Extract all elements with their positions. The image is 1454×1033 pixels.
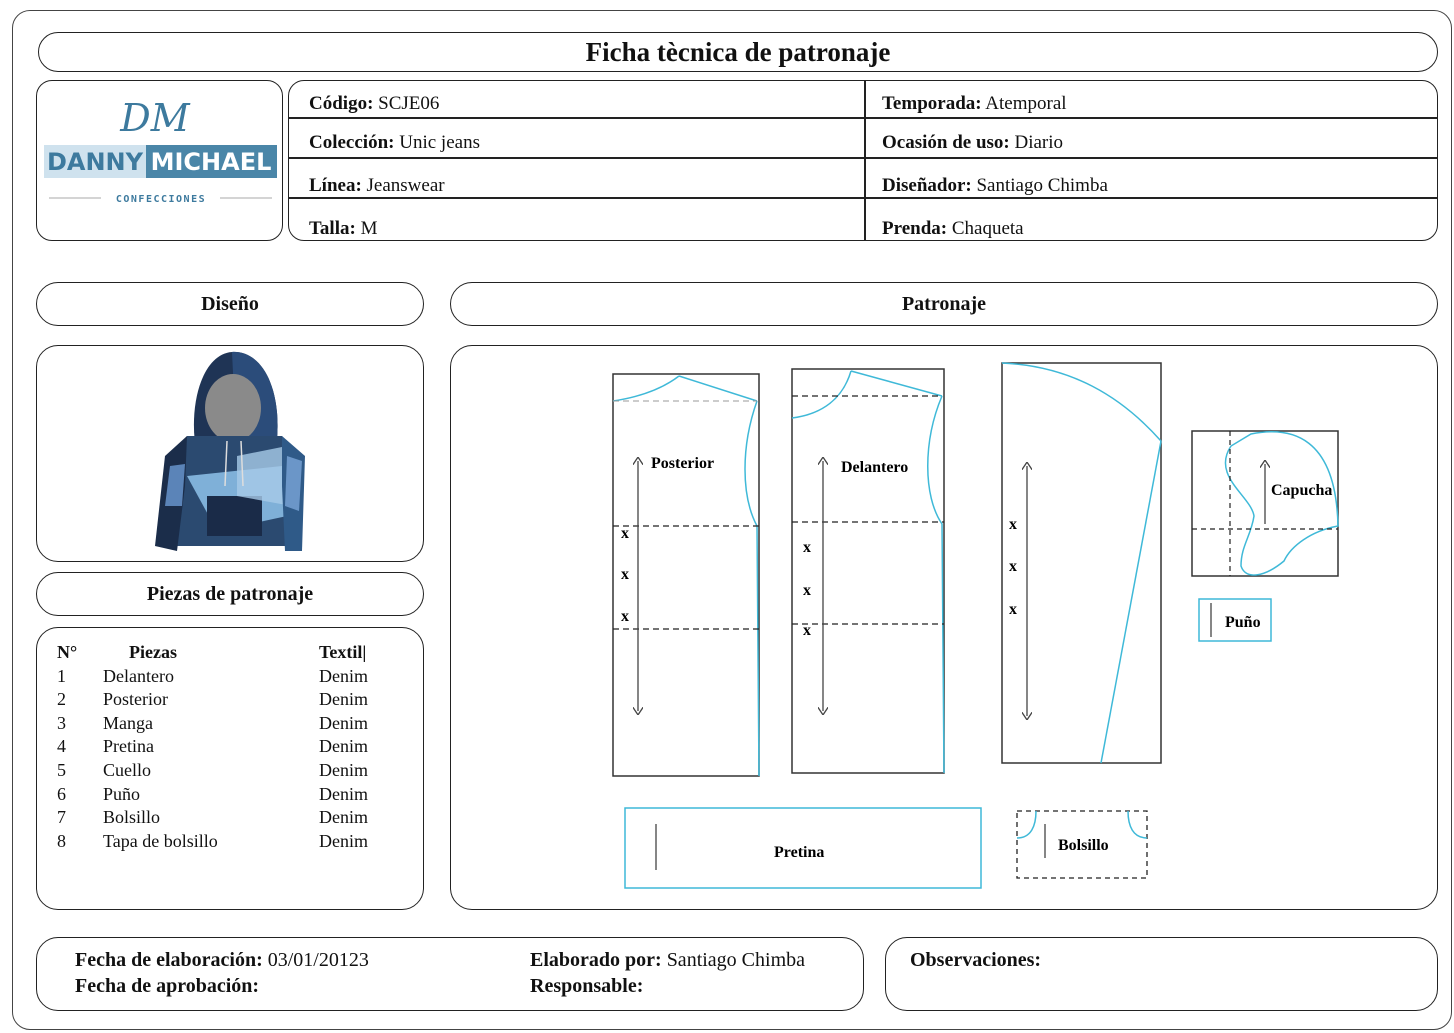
pattern-puno: Puño (1198, 598, 1272, 642)
piece-name: Posterior (103, 689, 168, 710)
info-temporada: Temporada: Atemporal (882, 93, 1067, 114)
pattern-posterior: Posterior x x x (612, 373, 760, 777)
piece-textile: Denim (319, 783, 368, 804)
footer-observaciones: Observaciones: (885, 937, 1438, 1011)
piece-name: Puño (103, 783, 141, 804)
footer-elaborado-por: Elaborado por: Santiago Chimba (530, 949, 806, 971)
info-row-line (289, 197, 1437, 199)
piece-number: 3 (57, 712, 66, 733)
svg-text:x: x (1009, 558, 1017, 575)
piece-textile: Denim (319, 736, 368, 757)
logo: DM DANNY MICHAEL CONFECCIONES (36, 80, 283, 241)
pieces-row: 2 Posterior Denim (57, 688, 368, 712)
pieces-header-pieza: Piezas (129, 642, 177, 662)
logo-graphic: DM DANNY MICHAEL CONFECCIONES (44, 96, 277, 205)
svg-text:x: x (803, 539, 811, 556)
section-diseno: Diseño (36, 282, 424, 326)
pieces-row: 6 Puño Denim (57, 783, 368, 807)
page-title-text: Ficha tècnica de patronaje (585, 36, 891, 67)
pattern-delantero: Delantero x x x (791, 368, 945, 774)
section-piezas-label: Piezas de patronaje (146, 582, 314, 605)
logo-brand-left: DANNY (47, 148, 144, 176)
pieces-row: 7 Bolsillo Denim (57, 806, 368, 830)
section-patronaje: Patronaje (450, 282, 1438, 326)
info-linea: Línea: Jeanswear (309, 175, 445, 196)
info-row-line (289, 157, 1437, 159)
piece-name: Tapa de bolsillo (103, 830, 218, 851)
page-title: Ficha tècnica de patronaje (38, 32, 1438, 72)
svg-text:x: x (803, 582, 811, 599)
piece-number: 5 (57, 759, 66, 780)
logo-brand-right: MICHAEL (151, 148, 272, 176)
info-ocasion: Ocasión de uso: Diario (882, 132, 1064, 153)
info-grid: Código: SCJE06 Colección: Unic jeans Lín… (288, 80, 1438, 241)
info-divider (864, 81, 866, 240)
piece-name: Pretina (103, 736, 154, 757)
piece-textile: Denim (319, 712, 368, 733)
design-box (36, 345, 424, 562)
piece-number: 6 (57, 783, 66, 804)
info-codigo: Código: SCJE06 (309, 93, 440, 114)
observaciones-label: Observaciones: (910, 949, 1042, 971)
piece-name: Bolsillo (103, 807, 161, 828)
label-bolsillo: Bolsillo (1058, 837, 1109, 854)
footer-fecha-aprobacion: Fecha de aprobación: (75, 975, 260, 997)
hoodie-illustration (155, 351, 305, 551)
piece-name: Manga (103, 712, 153, 733)
footer-responsable: Responsable: (530, 975, 644, 997)
pieces-row: 8 Tapa de bolsillo Denim (57, 830, 368, 854)
piece-textile: Denim (319, 830, 368, 851)
piece-textile: Denim (319, 759, 368, 780)
label-pretina: Pretina (774, 844, 824, 861)
pieces-header-row: N° Piezas Textil| (57, 641, 368, 665)
piece-number: 2 (57, 689, 66, 710)
svg-text:x: x (621, 525, 629, 542)
piece-textile: Denim (319, 665, 368, 686)
pieces-row: 4 Pretina Denim (57, 735, 368, 759)
section-piezas: Piezas de patronaje (36, 572, 424, 616)
piece-number: 1 (57, 665, 66, 686)
logo-script: DM (119, 96, 190, 140)
pattern-capucha: Capucha (1191, 430, 1339, 577)
logo-sub: CONFECCIONES (116, 194, 206, 205)
pattern-pretina: Pretina (624, 807, 982, 889)
info-row-line (289, 117, 1437, 119)
pattern-bolsillo: Bolsillo (1016, 810, 1148, 879)
piece-name: Cuello (103, 759, 151, 780)
info-disenador: Diseñador: Santiago Chimba (882, 175, 1108, 196)
piece-name: Delantero (103, 665, 174, 686)
info-talla: Talla: M (309, 218, 378, 239)
label-puno: Puño (1225, 614, 1261, 631)
svg-text:x: x (621, 566, 629, 583)
pieces-row: 5 Cuello Denim (57, 759, 368, 783)
section-patronaje-label: Patronaje (901, 292, 987, 315)
svg-text:x: x (1009, 601, 1017, 618)
piece-textile: Denim (319, 807, 368, 828)
piece-number: 8 (57, 830, 66, 851)
footer-info: Fecha de elaboración: 03/01/20123 Fecha … (36, 937, 864, 1011)
info-coleccion: Colección: Unic jeans (309, 132, 480, 153)
label-capucha: Capucha (1271, 482, 1332, 499)
piece-number: 7 (57, 807, 66, 828)
pattern-diagram: Posterior x x x Delantero x x x x (612, 362, 1339, 889)
pieces-header-no: N° (57, 642, 78, 662)
pieces-row: 3 Manga Denim (57, 712, 368, 736)
svg-text:x: x (803, 622, 811, 639)
label-posterior: Posterior (651, 455, 714, 472)
section-diseno-label: Diseño (201, 292, 259, 315)
footer-fecha-elaboracion: Fecha de elaboración: 03/01/20123 (75, 949, 369, 971)
info-prenda: Prenda: Chaqueta (882, 218, 1024, 239)
pattern-manga: x x x (1001, 362, 1162, 764)
svg-text:x: x (1009, 516, 1017, 533)
pieces-row: 1 Delantero Denim (57, 665, 368, 689)
svg-text:x: x (621, 608, 629, 625)
pattern-box: Posterior x x x Delantero x x x x (450, 345, 1438, 910)
label-delantero: Delantero (841, 459, 908, 476)
piece-textile: Denim (319, 689, 368, 710)
piece-number: 4 (57, 736, 66, 757)
pieces-header-textil: Textil| (319, 642, 367, 662)
sheet-frame (12, 10, 1452, 1030)
